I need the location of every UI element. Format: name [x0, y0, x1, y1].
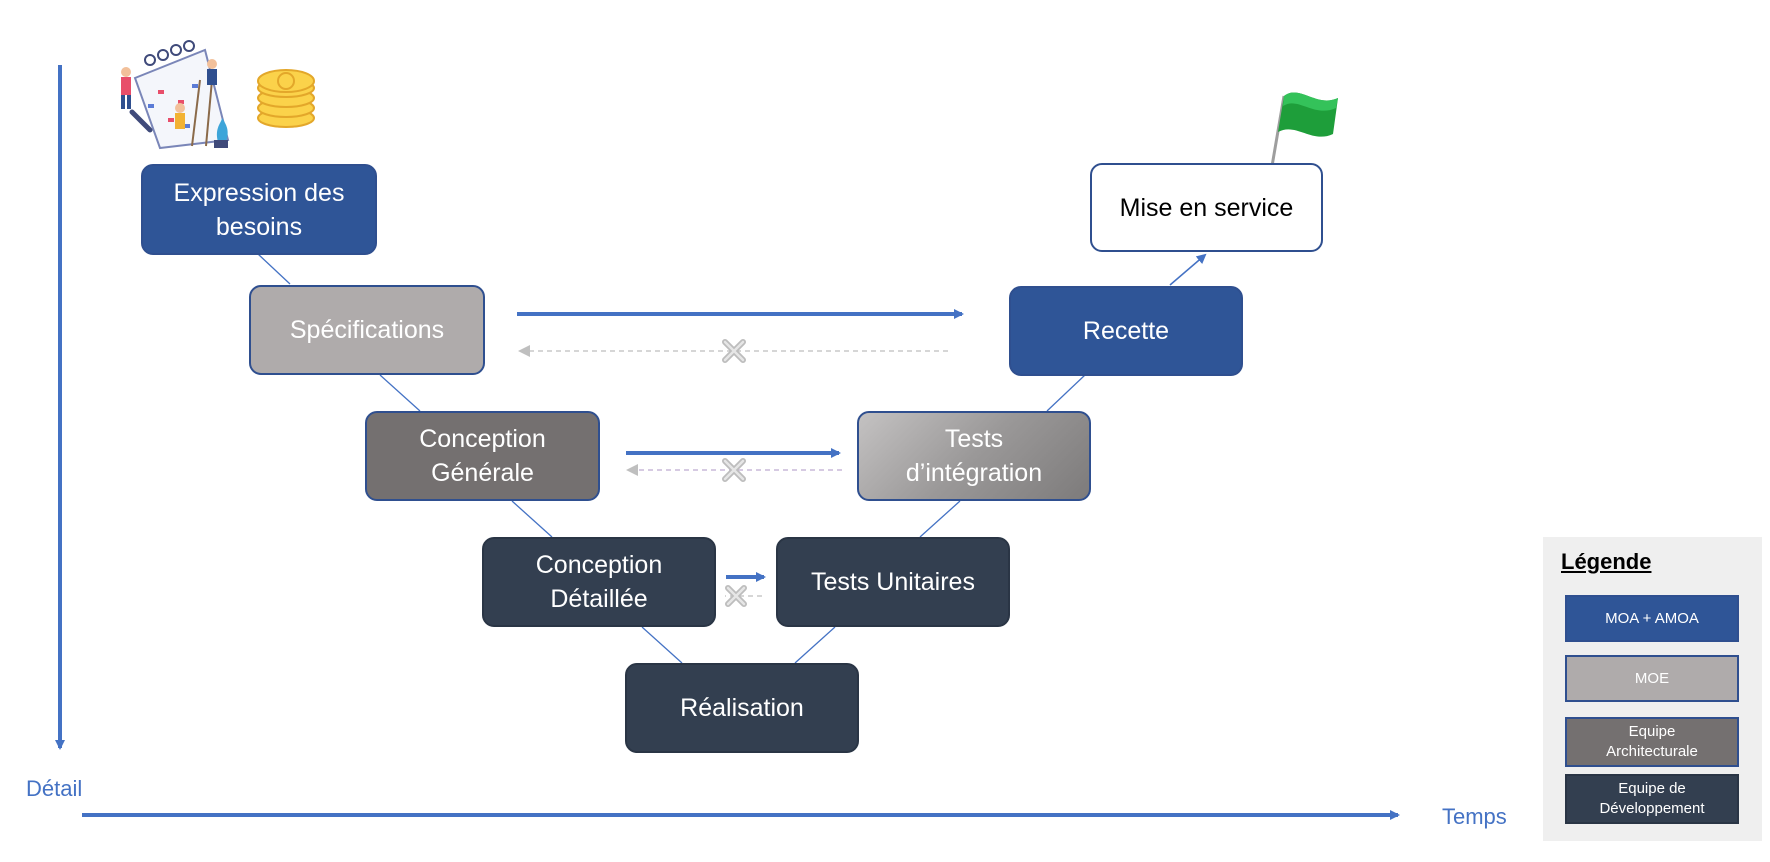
horizontal-axis-label: Temps: [1442, 804, 1507, 829]
phase-tests-unitaires: Tests Unitaires: [776, 537, 1010, 627]
legend-item-equipe-developpement: Equipe de Développement: [1565, 774, 1739, 824]
phase-expression-des-besoins: Expression des besoins: [141, 164, 377, 255]
connector-realisation-unitaires: [794, 626, 836, 664]
phase-label: Tests Unitaires: [811, 568, 975, 596]
coins-icon: [257, 69, 315, 128]
phase-tests-integration: Tests d’intégration: [857, 411, 1091, 501]
legend-item-label: MOA + AMOA: [1605, 609, 1699, 627]
phase-label: Mise en service: [1119, 193, 1294, 222]
legend-item-label: Equipe Architecturale: [1606, 723, 1698, 760]
green-flag-icon: [1269, 92, 1338, 173]
connector-expression-specifications: [257, 253, 291, 285]
connector-detaillee-realisation: [641, 626, 683, 664]
phase-label: Spécifications: [289, 316, 445, 344]
phase-realisation: Réalisation: [625, 663, 859, 753]
phase-label: Conception Détaillée: [535, 551, 663, 613]
connector-conception-detaillee: [511, 500, 553, 538]
phase-recette: Recette: [1009, 286, 1243, 376]
blocked-x-icon: [722, 339, 746, 363]
phase-conception-detaillee: Conception Détaillée: [482, 537, 716, 627]
blocked-x-icon: [725, 585, 747, 607]
phase-label: Recette: [1082, 317, 1170, 345]
phase-conception-generale: Conception Générale: [365, 411, 600, 501]
legend-title: Légende: [1561, 549, 1652, 574]
connector-recette-mise-en-service: [1169, 253, 1207, 286]
calendar-team-icon: [121, 40, 230, 150]
connector-integration-recette: [1046, 374, 1086, 412]
legend-item-moa-amoa: MOA + AMOA: [1565, 595, 1739, 642]
phase-mise-en-service: Mise en service: [1090, 163, 1323, 252]
connector-unitaires-integration: [919, 500, 961, 538]
phase-label: Tests d’intégration: [905, 425, 1043, 487]
legend-item-label: MOE: [1634, 669, 1670, 687]
phase-label: Conception Générale: [419, 425, 546, 487]
phase-specifications: Spécifications: [249, 285, 485, 375]
phase-label: Réalisation: [680, 694, 804, 722]
connector-specifications-conception: [379, 374, 421, 412]
vertical-axis-label: Détail: [26, 776, 83, 801]
legend-item-equipe-architecturale: Equipe Architecturale: [1565, 717, 1739, 767]
legend: Légende MOA + AMOA MOE Equipe Architectu…: [1543, 537, 1762, 841]
legend-item-label: Equipe de Développement: [1599, 780, 1705, 817]
legend-item-moe: MOE: [1565, 655, 1739, 702]
blocked-x-icon: [722, 458, 746, 482]
phase-label: Expression des besoins: [173, 178, 345, 241]
